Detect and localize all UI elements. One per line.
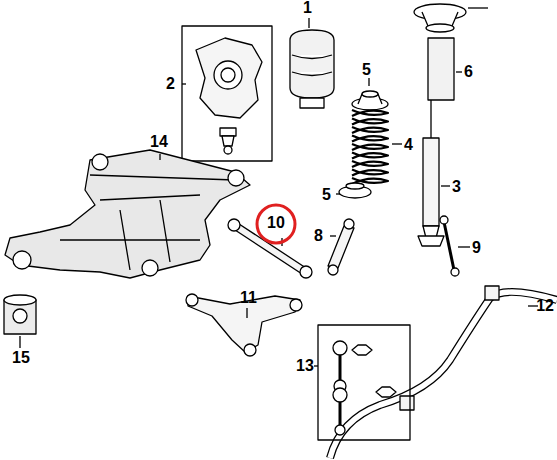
callout-number: 12 — [536, 298, 554, 314]
callout-number: 5 — [362, 62, 371, 78]
highlight-circle — [257, 205, 295, 243]
callout-number: 11 — [240, 290, 257, 306]
bushing — [4, 295, 36, 334]
callout-number: 15 — [12, 350, 30, 366]
callout-number: 6 — [464, 64, 473, 80]
callout-number: 10 — [267, 215, 285, 231]
strut-mount — [414, 4, 466, 32]
callout-number: 5 — [322, 187, 331, 203]
callout-number: 3 — [452, 179, 461, 195]
callout-number: 13 — [296, 358, 314, 374]
callout-number: 9 — [472, 240, 481, 256]
stabilizer-link — [333, 341, 396, 435]
trailing-link — [328, 219, 354, 275]
callout-number: 4 — [404, 137, 413, 153]
callout-number: 8 — [314, 228, 323, 244]
knuckle — [196, 38, 262, 154]
spring-isolator — [352, 91, 388, 110]
coil-spring — [352, 110, 388, 184]
callout-number: 2 — [166, 76, 175, 92]
callout-number: 1 — [303, 0, 312, 16]
spring-isolator — [339, 183, 371, 198]
shock-absorber — [418, 100, 444, 246]
callout-number: 14 — [150, 134, 168, 150]
dust-boot — [428, 38, 454, 100]
air-spring — [290, 30, 334, 108]
toe-link — [440, 216, 459, 276]
subframe — [5, 150, 250, 278]
stabilizer-bar — [330, 286, 557, 458]
